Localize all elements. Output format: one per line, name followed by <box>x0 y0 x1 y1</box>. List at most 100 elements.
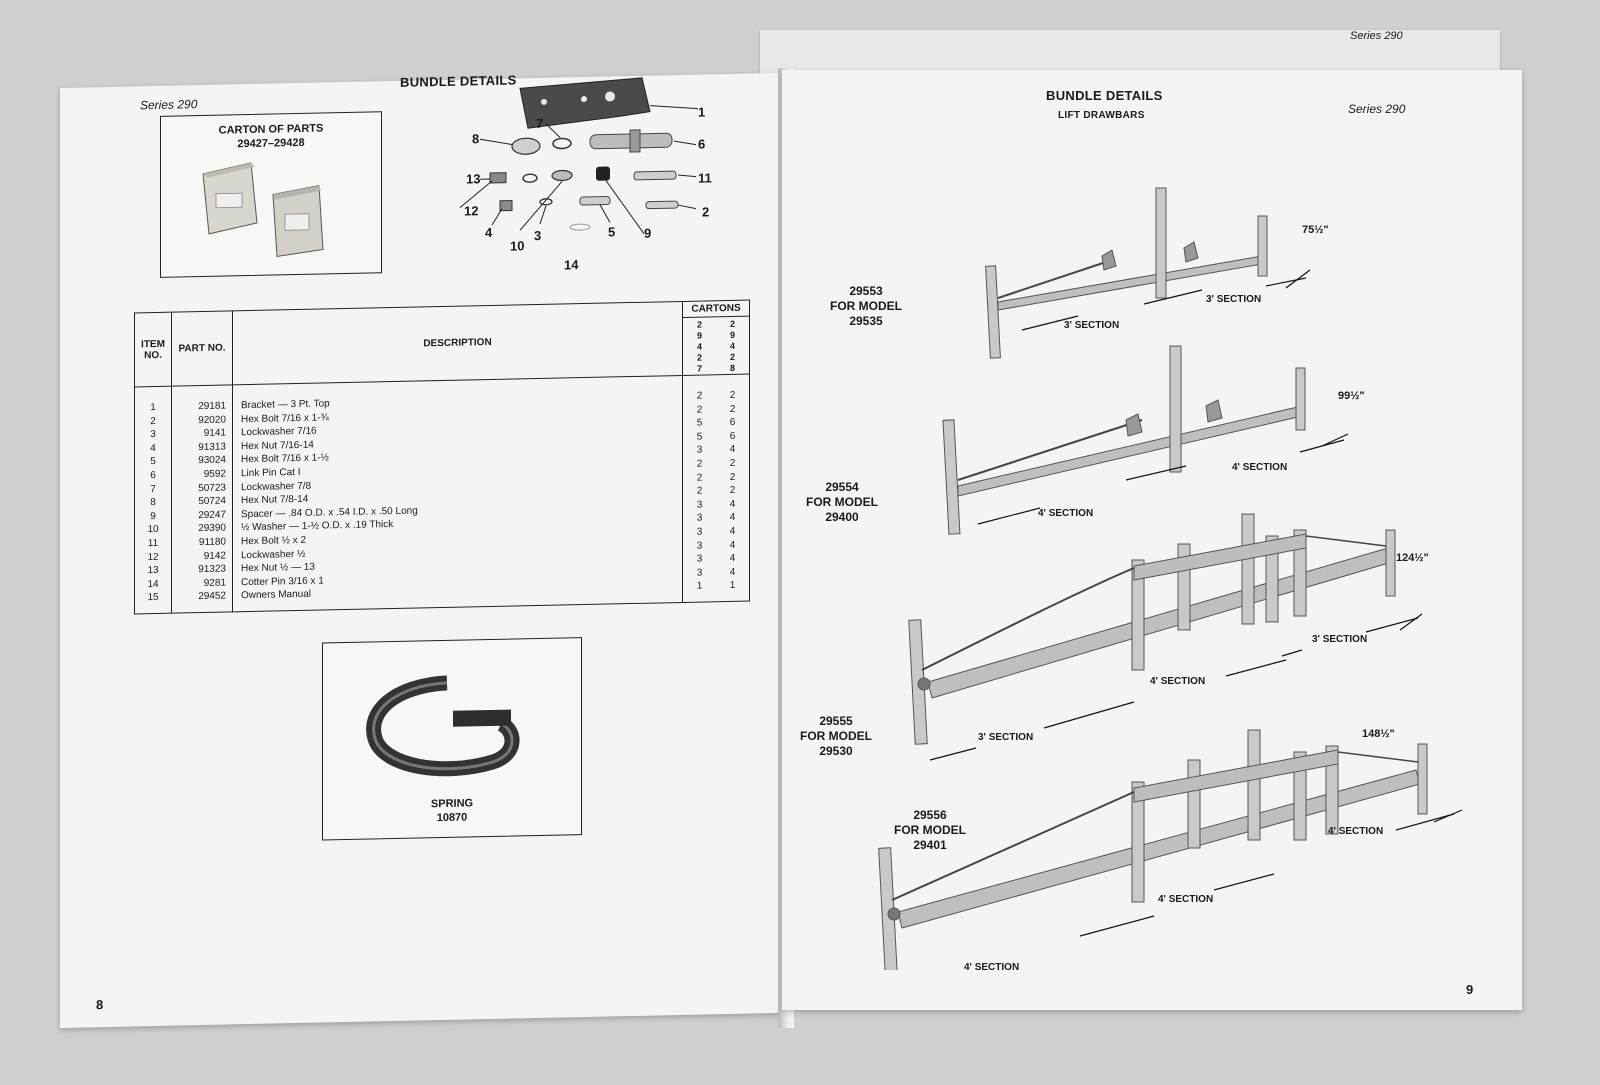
table-row-part-no: 91323 <box>198 563 226 576</box>
table-row-carton-qty: 3 <box>696 499 703 511</box>
callout-3: 3 <box>534 227 542 244</box>
left-page: Series 290 BUNDLE DETAILS CARTON OF PART… <box>60 72 790 1028</box>
table-row-part-no: 50724 <box>198 495 226 508</box>
table-row-carton-qty: 4 <box>729 552 736 565</box>
callout-9: 9 <box>644 225 652 241</box>
cartons-title: CARTONS <box>683 300 749 318</box>
table-row-carton-qty: 4 <box>729 498 736 510</box>
carton-of-parts-box: CARTON OF PARTS 29427–29428 <box>160 111 382 278</box>
callout-1: 1 <box>698 104 706 120</box>
booklet: Series 290 BUNDLE DETAILS CARTON OF PART… <box>60 48 1550 1028</box>
drawbars-illustration <box>878 187 1463 970</box>
callout-8: 8 <box>472 131 480 147</box>
table-row-part-no: 9142 <box>203 550 226 562</box>
table-row-carton-qty: 4 <box>729 444 736 456</box>
drawbar-2-section-2: 4' SECTION <box>1232 462 1288 473</box>
table-row-part-no: 9141 <box>203 427 226 440</box>
table-row-part-no: 92020 <box>198 414 226 426</box>
table-row-part-no: 91180 <box>198 536 226 549</box>
table-row-item-no: 15 <box>147 592 159 604</box>
table-row-item-no: 14 <box>147 578 159 590</box>
table-row-carton-qty: 2 <box>696 404 703 416</box>
right-page-subheading: LIFT DRAWBARS <box>1058 110 1145 121</box>
table-row-item-no: 6 <box>150 469 156 482</box>
table-row-carton-qty: 6 <box>729 430 736 442</box>
callout-13: 13 <box>466 171 481 187</box>
table-row-part-no: 93024 <box>198 454 226 467</box>
table-row-carton-qty: 2 <box>729 485 736 497</box>
hardware-exploded-view <box>459 77 699 235</box>
table-row-carton-qty: 3 <box>696 444 703 457</box>
part-no-header: PART NO. <box>171 310 233 387</box>
table-row-carton-qty: 3 <box>696 553 703 565</box>
table-row-carton-qty: 6 <box>729 417 736 429</box>
table-row-carton-qty: 2 <box>729 389 736 401</box>
drawbar-2-section-1: 4' SECTION <box>1038 508 1094 519</box>
table-row-carton-qty: 3 <box>696 526 703 538</box>
table-row-part-no: 91313 <box>198 441 226 453</box>
table-row-carton-qty: 1 <box>729 580 736 592</box>
table-row-carton-qty: 5 <box>696 417 703 429</box>
drawbar-2-length: 99½" <box>1338 390 1365 402</box>
callout-2: 2 <box>702 204 710 220</box>
drawbar-3-section-3: 3' SECTION <box>1312 634 1368 645</box>
table-row-item-no: 5 <box>150 456 156 468</box>
table-row-carton-qty: 3 <box>696 512 703 525</box>
table-row-item-no: 1 <box>150 401 156 414</box>
table-row-carton-qty: 2 <box>729 457 736 469</box>
table-row-carton-qty: 3 <box>696 567 703 579</box>
page-number-left: 8 <box>96 997 104 1013</box>
table-row-part-no: 29247 <box>198 509 226 521</box>
table-row-part-no: 29452 <box>198 590 226 603</box>
table-row-item-no: 3 <box>150 429 156 441</box>
callout-6: 6 <box>698 136 706 152</box>
spring-box: SPRING 10870 <box>322 637 582 841</box>
right-page: Series 290 BUNDLE DETAILS LIFT DRAWBARS <box>782 70 1522 1010</box>
table-row-item-no: 9 <box>150 510 156 522</box>
table-row-carton-qty: 4 <box>729 512 736 524</box>
callout-5: 5 <box>608 224 616 240</box>
table-row-carton-qty: 4 <box>729 525 736 537</box>
spring-illustration <box>366 675 520 777</box>
table-row-carton-qty: 2 <box>729 403 736 415</box>
table-row-carton-qty: 2 <box>696 458 703 470</box>
series-label: Series 290 <box>140 97 198 113</box>
callout-11: 11 <box>698 170 712 186</box>
callout-7: 7 <box>536 115 544 132</box>
table-row-carton-qty: 2 <box>696 390 703 402</box>
table-row-carton-qty: 3 <box>696 540 703 552</box>
callout-10: 10 <box>510 238 525 254</box>
drawbar-3-length: 124½" <box>1396 552 1429 564</box>
drawbar-1-section-2: 3' SECTION <box>1206 294 1262 305</box>
table-row-item-no: 7 <box>150 483 156 495</box>
right-page-heading: BUNDLE DETAILS <box>1046 88 1163 103</box>
callout-4: 4 <box>485 224 493 241</box>
table-row-item-no: 12 <box>147 551 159 563</box>
callout-12: 12 <box>464 203 479 219</box>
item-no-header: ITEM NO. <box>134 312 172 387</box>
table-row-item-no: 13 <box>147 565 159 577</box>
drawbar-3-section-1: 3' SECTION <box>978 732 1034 743</box>
table-row-item-no: 2 <box>150 415 156 427</box>
table-row-item-no: 10 <box>147 524 159 536</box>
table-row-part-no: 9281 <box>203 577 226 589</box>
drawbar-4-section-1: 4' SECTION <box>964 962 1020 973</box>
drawbar-4-section-2: 4' SECTION <box>1158 894 1214 905</box>
table-row-carton-qty: 4 <box>729 539 736 551</box>
drawbar-4-length: 148½" <box>1362 728 1395 740</box>
drawbar-4-section-3: 4' SECTION <box>1328 826 1384 837</box>
table-row-part-no: 29181 <box>198 400 226 413</box>
page-number-right: 9 <box>1466 982 1474 997</box>
drawbar-1-length: 75½" <box>1302 224 1329 236</box>
